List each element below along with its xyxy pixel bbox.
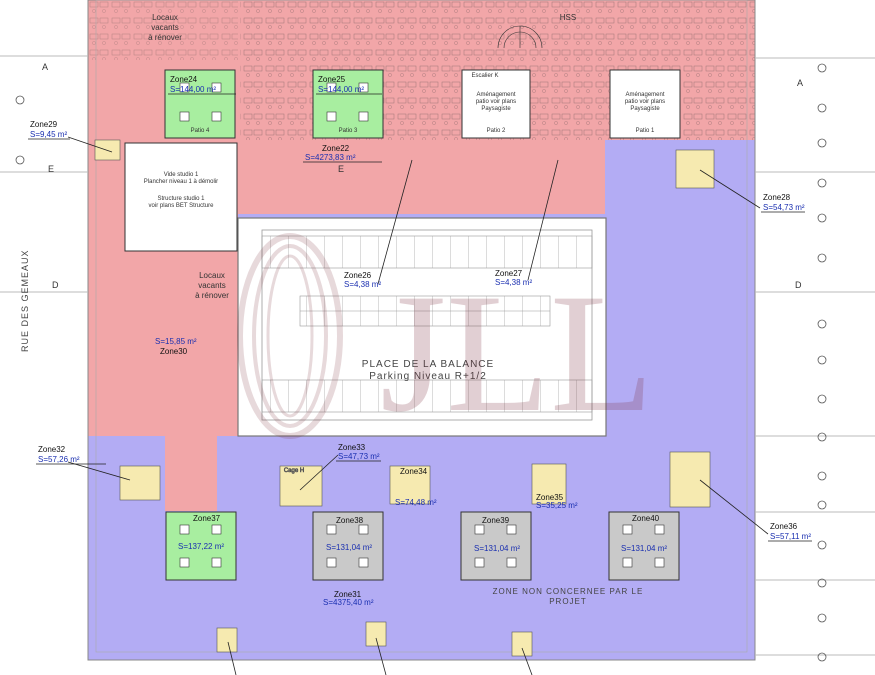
zone31-area: S=4375,40 m² [323,598,374,607]
zone36-name: Zone36 [770,522,798,531]
zone37-name: Zone37 [193,514,221,523]
zone-non-line-2: PROJET [549,597,587,606]
grid-letter-e-right: E [338,164,344,174]
patio-3-label: Patio 3 [339,128,358,134]
leader-lines [67,136,769,675]
locaux-top-1: Locaux [152,13,178,22]
zone32-name: Zone32 [38,445,66,454]
patio-2 [461,69,531,139]
patio-1-label: Patio 1 [636,128,655,134]
grid-letter-d-left: D [52,280,59,290]
parking-subtitle: Parking Niveau R+1/2 [369,371,487,382]
cores [165,511,680,581]
patio-1-note-2: patio voir plans [625,99,665,105]
escalier-label: Escalier K [471,73,498,79]
watermark-text: JLL [380,259,654,447]
zone26-name: Zone26 [344,271,372,280]
studio-line-4: voir plans BET Structure [149,203,215,209]
zone24-name: Zone24 [170,75,198,84]
locaux-mid-2: vacants [198,281,226,290]
zone40-name: Zone40 [632,514,660,523]
zone39-name: Zone39 [482,516,510,525]
patio-2-note-2: patio voir plans [476,99,516,105]
locaux-mid-3: à rénover [195,291,229,300]
patio-1-note-3: Paysagiste [630,106,660,112]
studio-line-2: Plancher niveau 1 à démolir [144,179,218,185]
core-boxes [179,82,665,568]
zone33-area: S=47,73 m² [338,452,380,461]
parking-layout: PLACE DE LA BALANCE Parking Niveau R+1/2 [261,229,593,421]
locaux-labels: Locaux vacants à rénover Locaux vacants … [148,13,576,300]
zone34-area: S=74,48 m² [395,498,437,507]
zone22-area: S=4273,83 m² [305,153,356,162]
zone36-area: S=57,11 m² [770,532,811,541]
stairwells: Cage H [94,139,715,657]
patio-2-note-1: Aménagement [476,92,515,98]
zone35-area: S=35,25 m² [536,501,578,510]
patio-1 [609,69,681,139]
zone25-area: S=144,00 m² [318,85,364,94]
pink-zone-left-low [88,436,123,460]
zone39-area: S=131,04 m² [474,544,520,553]
spiral-stair [497,25,543,49]
studio-line-1: Vide studio 1 [164,172,199,178]
parking-title: PLACE DE LA BALANCE [362,359,494,370]
patio-3 [312,69,384,139]
zone32-area: S=57,26 m² [38,455,80,464]
studio-void: Vide studio 1 Plancher niveau 1 à démoli… [124,142,238,252]
grid-markers [15,63,827,662]
zone40-area: S=131,04 m² [621,544,667,553]
zone37-area: S=137,22 m² [178,542,224,551]
locaux-top-3: à rénover [148,33,182,42]
office-furniture-left [88,0,238,60]
patio-4 [164,69,236,139]
zone29-name: Zone29 [30,120,58,129]
building-outline [0,0,875,661]
grid-letters: A A E E D D [42,62,803,290]
zone38-name: Zone38 [336,516,364,525]
grid-letter-a-left: A [42,62,48,72]
jll-watermark: JLL [237,233,654,447]
zone22-name: Zone22 [322,144,350,153]
zone33-name: Zone33 [338,443,366,452]
patio-2-label: Patio 2 [487,128,506,134]
cage-h-label: Cage H [284,468,304,474]
zone31-name: Zone31 [334,590,362,599]
grid-letter-a-right: A [797,78,803,88]
patio-4-label: Patio 4 [191,128,210,134]
patio-2-note-3: Paysagiste [481,106,511,112]
zone27-name: Zone27 [495,269,523,278]
locaux-top-2: vacants [151,23,179,32]
zone28-area: S=54,73 m² [763,203,805,212]
patio-1-note-1: Aménagement [625,92,664,98]
grid-letter-d-right: D [795,280,802,290]
zone25-name: Zone25 [318,75,346,84]
locaux-mid-1: Locaux [199,271,225,280]
zone27-area: S=4,38 m² [495,278,532,287]
zone29-area: S=9,45 m² [30,130,67,139]
zone28-name: Zone28 [763,193,791,202]
zone38-area: S=131,04 m² [326,543,372,552]
zone-labels: Zone24 S=144,00 m² Zone25 S=144,00 m² Zo… [30,75,811,607]
zone26-area: S=4,38 m² [344,280,381,289]
zone30-name: Zone30 [160,347,188,356]
area-underlines [28,93,812,542]
zone24-area: S=144,00 m² [170,85,216,94]
zone30-area: S=15,85 m² [155,337,197,346]
zone-non-line-1: ZONE NON CONCERNEE PAR LE [493,587,644,596]
studio-line-3: Structure studio 1 [157,196,205,202]
zone34-name: Zone34 [400,467,428,476]
street-label: RUE DES GEMEAUX [20,249,30,352]
patios: Patio 4 Patio 3 Patio 2 Patio 1 Aménagem… [164,69,681,139]
grid-letter-e-left: E [48,164,54,174]
hss-label: HSS [560,13,576,22]
pink-corridor-31 [165,436,217,511]
zone35-name: Zone35 [536,493,564,502]
